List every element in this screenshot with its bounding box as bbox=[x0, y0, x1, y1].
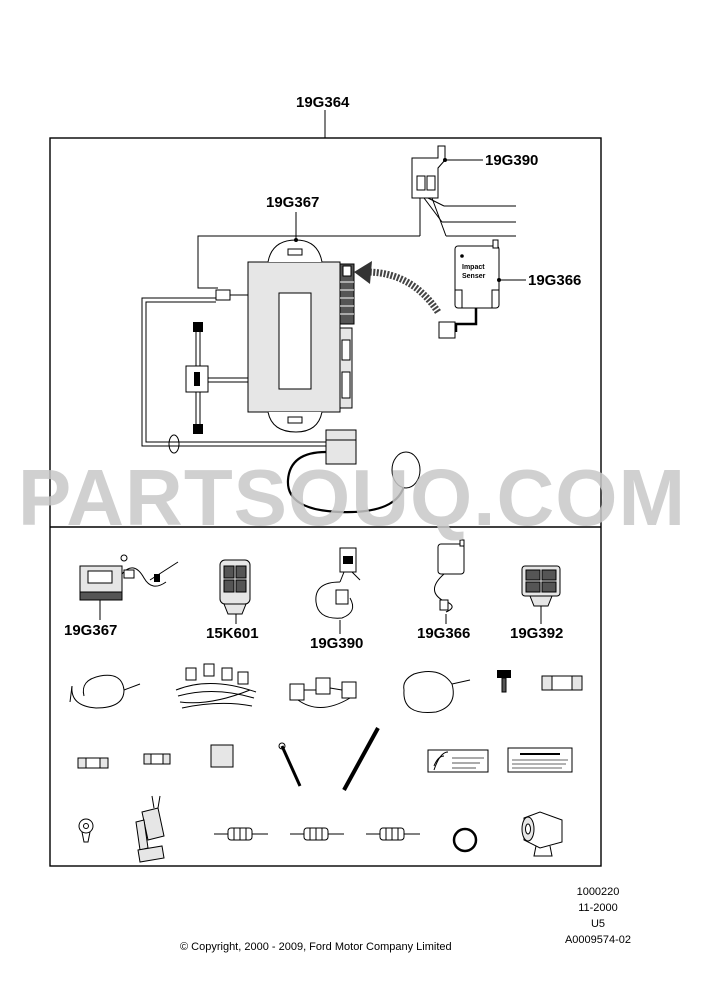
label-kit-19G364: 19G364 bbox=[296, 94, 350, 111]
part-ring-terminal bbox=[78, 818, 94, 843]
part-siren bbox=[521, 811, 563, 857]
part-cable-tie-long bbox=[342, 727, 380, 791]
part-wire-bundle bbox=[175, 663, 257, 709]
part-label: 19G367 bbox=[64, 622, 118, 639]
part-bracket bbox=[135, 795, 165, 863]
part-keyfob-15K601 bbox=[219, 559, 251, 624]
control-module-drawing bbox=[247, 239, 355, 433]
footer-code-3: U5 bbox=[590, 918, 606, 930]
part-resistor-2 bbox=[290, 827, 344, 841]
part-screw bbox=[497, 670, 511, 693]
part-label: 19G390 bbox=[310, 635, 364, 652]
part-fuse-small-2 bbox=[143, 753, 171, 765]
part-pad bbox=[210, 744, 234, 768]
part-resistor-1 bbox=[214, 827, 268, 841]
harness-wiring bbox=[141, 235, 420, 454]
footer-code-4: A0009574-02 bbox=[564, 934, 632, 946]
part-o-ring bbox=[452, 827, 478, 853]
part-label: 19G392 bbox=[510, 625, 564, 642]
footer-code-2: 11-2000 bbox=[578, 902, 618, 914]
part-fuse-large bbox=[541, 675, 583, 691]
sensor-text-line1: Impact bbox=[462, 264, 485, 271]
part-remote-19G392 bbox=[521, 565, 561, 624]
part-label: 15K601 bbox=[206, 625, 259, 642]
part-wire-lead bbox=[69, 674, 141, 709]
connector-19G390-drawing bbox=[411, 145, 516, 237]
install-arrow bbox=[365, 268, 441, 314]
install-arrowhead bbox=[354, 261, 372, 284]
part-wire-loop bbox=[403, 671, 471, 714]
part-connector-19G390 bbox=[315, 547, 361, 634]
copyright-text: © Copyright, 2000 - 2009, Ford Motor Com… bbox=[180, 941, 452, 953]
sensor-text-line2: Senser bbox=[462, 273, 486, 280]
part-module-19G367 bbox=[79, 554, 179, 620]
footer-code-1: 1000220 bbox=[576, 886, 620, 898]
watermark-text: PARTSOUQ.COM bbox=[17, 453, 687, 542]
label-sensor-19G366: 19G366 bbox=[528, 272, 582, 289]
relay-box-drawing bbox=[286, 429, 421, 514]
label-module-19G367: 19G367 bbox=[266, 194, 320, 211]
part-resistor-3 bbox=[366, 827, 420, 841]
label-connector-19G390: 19G390 bbox=[485, 152, 539, 169]
part-connector-set bbox=[289, 677, 357, 708]
part-sensor-19G366 bbox=[434, 539, 465, 624]
part-fuse-small-1 bbox=[77, 757, 109, 769]
part-label: 19G366 bbox=[417, 625, 471, 642]
part-cable-tie-short bbox=[280, 745, 302, 787]
part-decal-warning bbox=[507, 747, 573, 773]
impact-sensor-drawing bbox=[438, 239, 500, 339]
part-decal-window bbox=[427, 749, 489, 773]
